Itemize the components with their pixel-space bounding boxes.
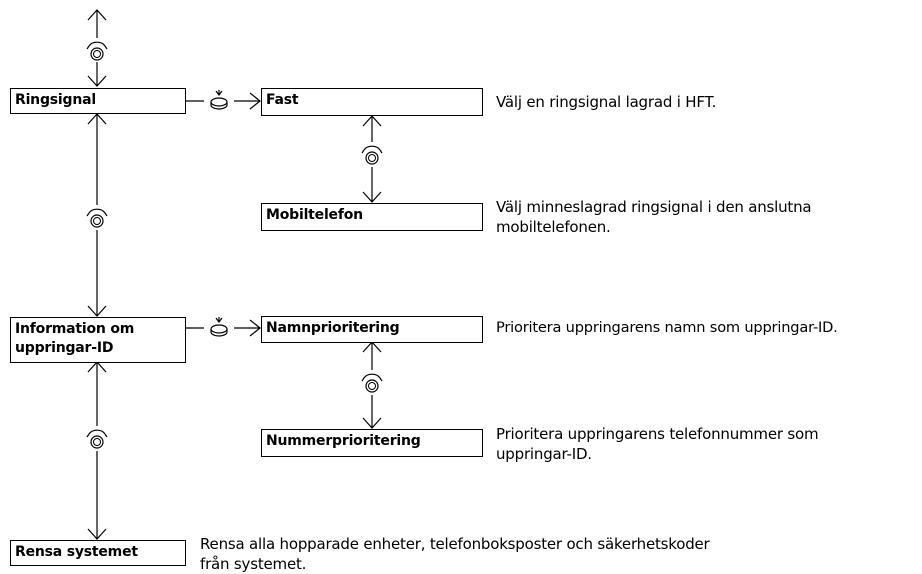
arrow-to-nummer bbox=[362, 395, 382, 429]
connector-ringsignal-fast bbox=[185, 92, 261, 110]
description-rensa-systemet: Rensa alla hopparade enheter, telefonbok… bbox=[200, 535, 710, 573]
node-label-line2: uppringar-ID bbox=[15, 340, 114, 356]
arrow-ringsignal-up bbox=[87, 113, 107, 205]
description-nummerprioritering: Prioritera uppringarens telefonnummer so… bbox=[496, 425, 819, 463]
node-label: Rensa systemet bbox=[15, 544, 138, 560]
node-information-om-uppringar-id: Information om uppringar-ID bbox=[10, 317, 186, 363]
rotate-dial-icon bbox=[361, 145, 383, 165]
press-dial-icon bbox=[210, 316, 228, 337]
node-label: Fast bbox=[266, 92, 299, 108]
top-arrow bbox=[87, 9, 107, 38]
rotate-dial-icon bbox=[86, 429, 108, 449]
arrow-to-ringsignal bbox=[87, 62, 107, 87]
node-label: Mobiltelefon bbox=[266, 207, 363, 223]
node-namnprioritering: Namnprioritering bbox=[261, 316, 483, 343]
node-ringsignal: Ringsignal bbox=[10, 88, 186, 114]
description-namnprioritering: Prioritera uppringarens namn som uppring… bbox=[496, 319, 838, 336]
connector-info-namn bbox=[185, 319, 261, 337]
arrow-namn-up bbox=[362, 341, 382, 370]
arrow-to-rensa bbox=[87, 451, 107, 540]
press-dial-icon bbox=[210, 89, 228, 110]
description-fast: Välj en ringsignal lagrad i HFT. bbox=[496, 93, 717, 111]
arrow-to-mobil bbox=[362, 167, 382, 203]
arrow-fast-up bbox=[362, 115, 382, 142]
rotate-dial-icon bbox=[86, 208, 108, 228]
node-label: Namnprioritering bbox=[266, 320, 400, 336]
node-rensa-systemet: Rensa systemet bbox=[10, 540, 186, 566]
node-label: Ringsignal bbox=[15, 92, 96, 108]
arrow-to-info bbox=[87, 230, 107, 317]
rotate-dial-icon bbox=[361, 373, 383, 393]
node-label-line1: Information om bbox=[15, 321, 135, 337]
node-nummerprioritering: Nummerprioritering bbox=[261, 429, 483, 457]
description-mobiltelefon: Välj minneslagrad ringsignal i den anslu… bbox=[496, 198, 812, 236]
node-label: Nummerprioritering bbox=[266, 433, 421, 449]
node-mobiltelefon: Mobiltelefon bbox=[261, 203, 483, 231]
node-fast: Fast bbox=[261, 88, 483, 116]
rotate-dial-icon bbox=[86, 41, 108, 61]
arrow-info-up bbox=[87, 361, 107, 426]
